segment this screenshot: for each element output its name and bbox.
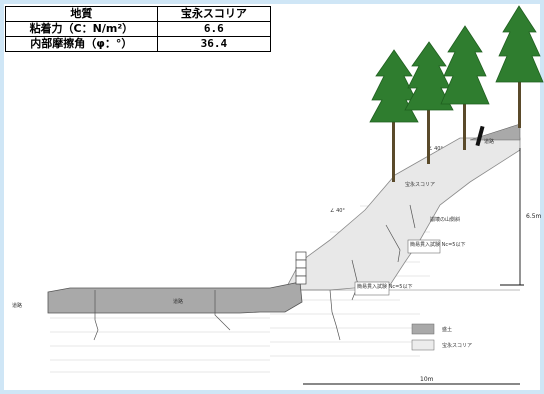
table-header-geology: 地質 [5, 6, 158, 22]
tree-icon [495, 5, 544, 128]
friction-angle-value: 36.4 [156, 36, 272, 52]
probe-lines [93, 204, 416, 341]
table-header-row: 地質 宝永スコリア [5, 6, 272, 22]
left-road-label: 道路 [12, 302, 22, 309]
cohesion-value: 6.6 [156, 21, 272, 37]
legend-label-scoria: 宝永スコリア [442, 342, 472, 349]
top-road-label: 道路 [484, 138, 494, 145]
table-header-scoria: 宝永スコリア [156, 6, 272, 22]
probe-label-2: 簡易貫入試験 Nc=5以下 [354, 281, 412, 296]
table-row: 内部摩擦角（φ：°） 36.4 [5, 36, 272, 52]
lower-fill [47, 281, 303, 314]
height-dimension [500, 148, 524, 286]
scoria-slope [284, 137, 521, 291]
probe-label-1: 簡易貫入試験 Nc=5以下 [407, 239, 465, 254]
top-fill [469, 123, 521, 141]
slope-surface-label: 崩壊の山側斜 [430, 216, 460, 223]
table-row: 粘着力（C：N/m²） 6.6 [5, 21, 272, 37]
legend-label-fill: 盛土 [442, 326, 452, 333]
top-post [475, 125, 485, 147]
height-dim-label: 6.5m [526, 213, 542, 220]
legend-swatch-scoria [411, 339, 435, 351]
tree-icon [369, 49, 419, 182]
cohesion-label: 粘着力（C：N/m²） [5, 21, 158, 37]
probe-label-2-text: 簡易貫入試験 Nc=5以下 [357, 283, 412, 290]
legend: 盛土 宝永スコリア [411, 323, 472, 351]
legend-swatch-fill [411, 323, 435, 335]
trees [369, 5, 544, 182]
soil-property-table: 地質 宝永スコリア 粘着力（C：N/m²） 6.6 内部摩擦角（φ：°） 36.… [5, 6, 272, 52]
friction-angle-label: 内部摩擦角（φ：°） [5, 36, 158, 52]
width-dim-label: 10m [420, 376, 434, 383]
probe-label-1-text: 簡易貫入試験 Nc=5以下 [410, 241, 465, 248]
mid-road-label: 道路 [173, 298, 183, 305]
slope-material-label: 宝永スコリア [405, 181, 435, 188]
retaining-wall [295, 251, 307, 285]
angle-upper-label: ∠ 40° [428, 146, 443, 152]
tree-icon [440, 25, 490, 150]
angle-lower-label: ∠ 40° [330, 208, 345, 214]
tree-icon [404, 41, 454, 164]
